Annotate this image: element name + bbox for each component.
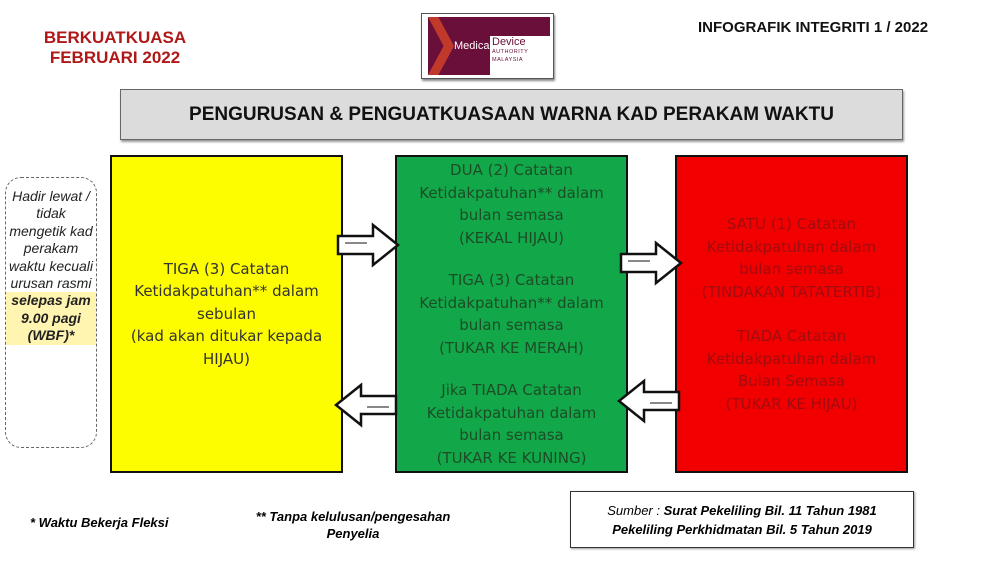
card-text: TIGA (3) Catatan [448,271,575,289]
card-text: Ketidakpatuhan** dalam [134,282,319,301]
card-text: Bulan Semasa [738,372,845,390]
logo-text: Device [492,36,526,48]
source-ref: Pekeliling Perkhidmatan Bil. 5 Tahun 201… [612,522,872,537]
note-highlight: selepas jam 9.00 pagi (WBF)* [6,292,96,345]
card-text: DUA (2) Catatan [450,161,573,179]
logo-text: Medical [454,40,492,52]
card-text: Ketidakpatuhan dalam [706,237,877,256]
card-text: (kad akan ditukar kepada [130,327,323,346]
effective-date: BERKUATKUASA FEBRUARI 2022 [30,28,200,68]
card-text: TIGA (3) Catatan [163,259,290,278]
logo-text: MALAYSIA [492,57,524,63]
card-text: TIADA Catatan [736,327,847,345]
card-text: Ketidakpatuhan dalam [426,403,597,422]
card-text: (TUKAR KE KUNING) [436,448,587,467]
arrow-left-icon [616,378,681,424]
source-box: Sumber : Surat Pekeliling Bil. 11 Tahun … [570,491,914,548]
card-text: Ketidakpatuhan dalam [706,349,877,368]
card-text: (TUKAR KE HIJAU) [725,394,858,413]
page-title: PENGURUSAN & PENGUATKUASAAN WARNA KAD PE… [120,89,903,140]
card-text: Jika TIADA Catatan [441,381,582,399]
card-text: (TINDAKAN TATATERTIB) [701,282,882,301]
card-text: HIJAU) [203,349,250,368]
card-text: Ketidakpatuhan** dalam [419,183,604,202]
source-label: Sumber : [607,503,660,518]
card-text: (KEKAL HIJAU) [458,228,565,247]
effective-label: BERKUATKUASA [43,28,187,47]
arrow-right-icon [619,240,684,286]
mda-logo: Medical Device AUTHORITY MALAYSIA [421,13,554,79]
logo-text: AUTHORITY [492,49,529,55]
card-text: bulan semasa [459,316,564,334]
card-text: bulan semasa [739,260,844,278]
footnote-approval: ** Tanpa kelulusan/pengesahan Penyelia [255,509,451,541]
arrow-right-icon [336,222,401,268]
yellow-card: TIGA (3) Catatan Ketidakpatuhan** dalam … [110,155,343,473]
source-ref: Surat Pekeliling Bil. 11 Tahun 1981 [663,503,877,518]
card-text: SATU (1) Catatan [726,215,857,233]
arrow-left-icon [333,382,398,428]
series-label: INFOGRAFIK INTEGRITI 1 / 2022 [698,19,929,36]
card-text: (TUKAR KE MERAH) [439,338,584,357]
card-text: bulan semasa [459,426,564,444]
footnote-wbf: * Waktu Bekerja Fleksi [30,515,169,530]
note-text: Hadir lewat / tidak mengetik kad perakam… [8,188,94,292]
card-text: Ketidakpatuhan** dalam [419,293,604,312]
card-text: sebulan [197,304,256,323]
rule-note: Hadir lewat / tidak mengetik kad perakam… [5,177,97,448]
effective-month: FEBRUARI 2022 [49,48,181,67]
card-text: bulan semasa [459,206,564,224]
